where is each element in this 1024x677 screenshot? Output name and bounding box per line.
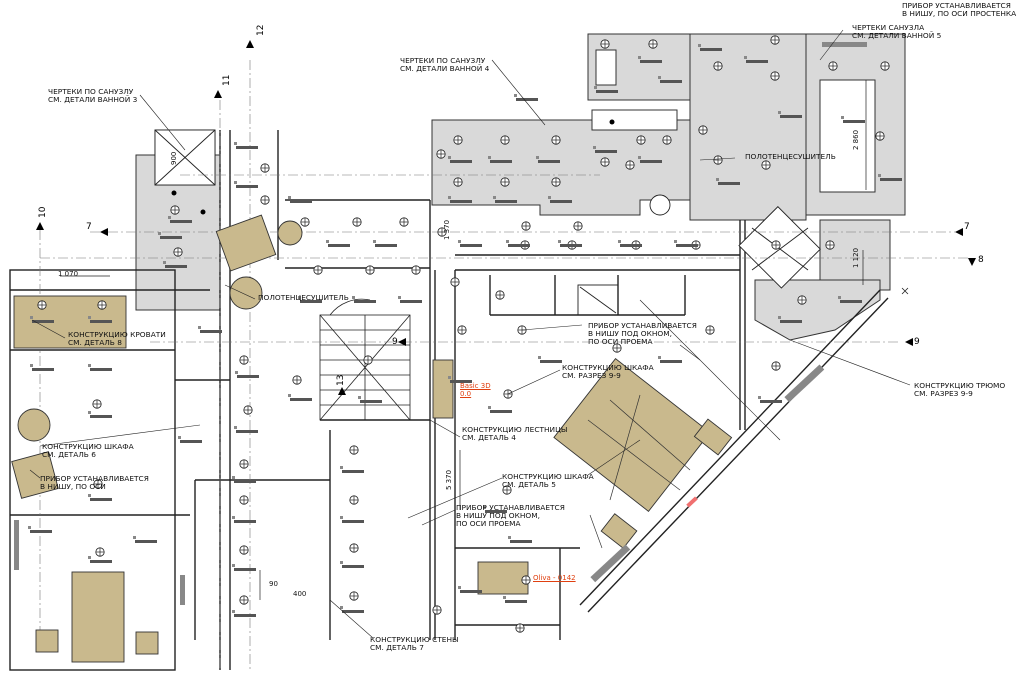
dimension-1070: 1 070 [58,270,79,278]
axis-markers [36,40,976,395]
axis-label-8: 8 [978,255,984,265]
axis-label-7-right: 7 [964,222,970,232]
dimension-900: 900 [170,151,178,165]
axis-label-7-left: 7 [86,222,92,232]
ref-oliva[interactable]: Oliva - 0142 [533,574,576,582]
dimension-90: 90 [269,580,278,588]
dimension-2860: 2 860 [852,129,860,150]
axis-label-11: 11 [222,74,232,86]
note-towel-dryer-right: ПОЛОТЕНЦЕСУШИТЕЛЬ [745,152,836,161]
dimension-400: 400 [293,590,307,598]
bathroom-areas [135,33,906,341]
dimension-5370: 5 370 [445,469,453,490]
axis-label-12: 12 [256,24,266,36]
dimension-1370: 1 370 [443,219,451,240]
note-towel-dryer-left: ПОЛОТЕНЦЕСУШИТЕЛЬ [258,293,349,302]
axis-label-10: 10 [38,206,48,218]
axis-label-9-left: 9 [392,337,398,347]
leader-lines [29,29,911,639]
dimension-1120: 1 120 [852,247,860,268]
axis-label-9-right: 9 [914,337,920,347]
furniture [11,214,733,663]
axis-label-13: 13 [336,374,346,386]
windows [14,42,867,605]
